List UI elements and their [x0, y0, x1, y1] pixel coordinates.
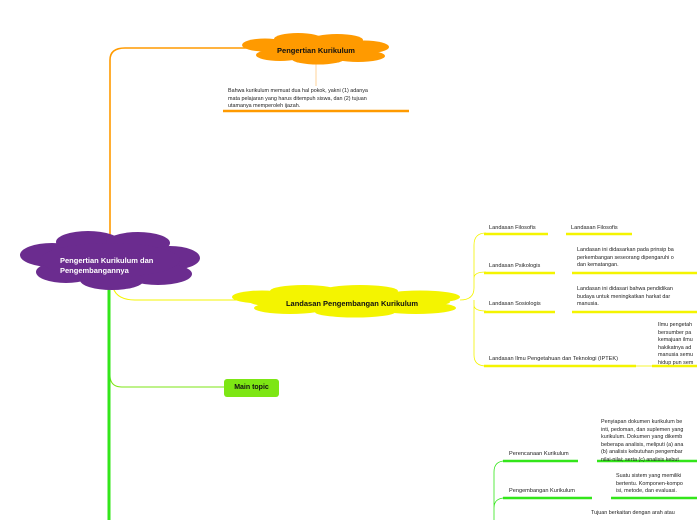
- root-label: Pengertian Kurikulum dan Pengembangannya: [60, 256, 154, 275]
- landasan-item-iptek[interactable]: Landasan Ilmu Pengetahuan dan Teknologi …: [489, 356, 618, 362]
- landasan-item-psikologis[interactable]: Landasan Psikologis: [489, 263, 541, 269]
- landasan-item-filosofis[interactable]: Landasan Filosofis: [489, 225, 536, 231]
- psikologis-detail: Landasan ini didasarkan pada prinsip ba …: [577, 247, 674, 269]
- main-topic-node[interactable]: Main topic: [224, 379, 279, 397]
- pengertian-cloud[interactable]: [242, 33, 389, 65]
- root-cloud[interactable]: [20, 231, 200, 290]
- connector-landasan-children: [459, 232, 487, 367]
- lower-item-pengembangan[interactable]: Pengembangan Kurikulum: [509, 488, 575, 494]
- landasan-item-sosiologis[interactable]: Landasan Sosiologis: [489, 301, 541, 307]
- lower-item-perencanaan[interactable]: Perencanaan Kurikulum: [509, 451, 569, 457]
- landasan-cloud[interactable]: [232, 285, 460, 318]
- pengertian-note: Bahwa kurikulum memuat dua hal pokok, ya…: [228, 88, 368, 110]
- iptek-detail: Ilmu pengetah bersumber pa kemajuan ilmu…: [658, 322, 694, 366]
- tujuan-detail: Tujuan berkaitan dengan arah atau: [591, 510, 675, 516]
- connector-root-pengertian: [109, 47, 258, 248]
- pengertian-label: Pengertian Kurikulum: [277, 46, 355, 55]
- connector-root-main-topic: [109, 280, 224, 388]
- perencanaan-detail: Penyiapan dokumen kurikulum be inti, ped…: [601, 419, 684, 463]
- connector-lower-children: [493, 460, 506, 520]
- landasan-label: Landasan Pengembangan Kurikulum: [285, 299, 419, 308]
- filosofis-detail: Landasan Filosofis: [571, 225, 618, 231]
- sosiologis-detail: Landasan ini didasari bahwa pendidikan b…: [577, 286, 673, 308]
- pengembangan-detail: Suatu sistem yang memiliki bertentu. Kom…: [616, 473, 683, 495]
